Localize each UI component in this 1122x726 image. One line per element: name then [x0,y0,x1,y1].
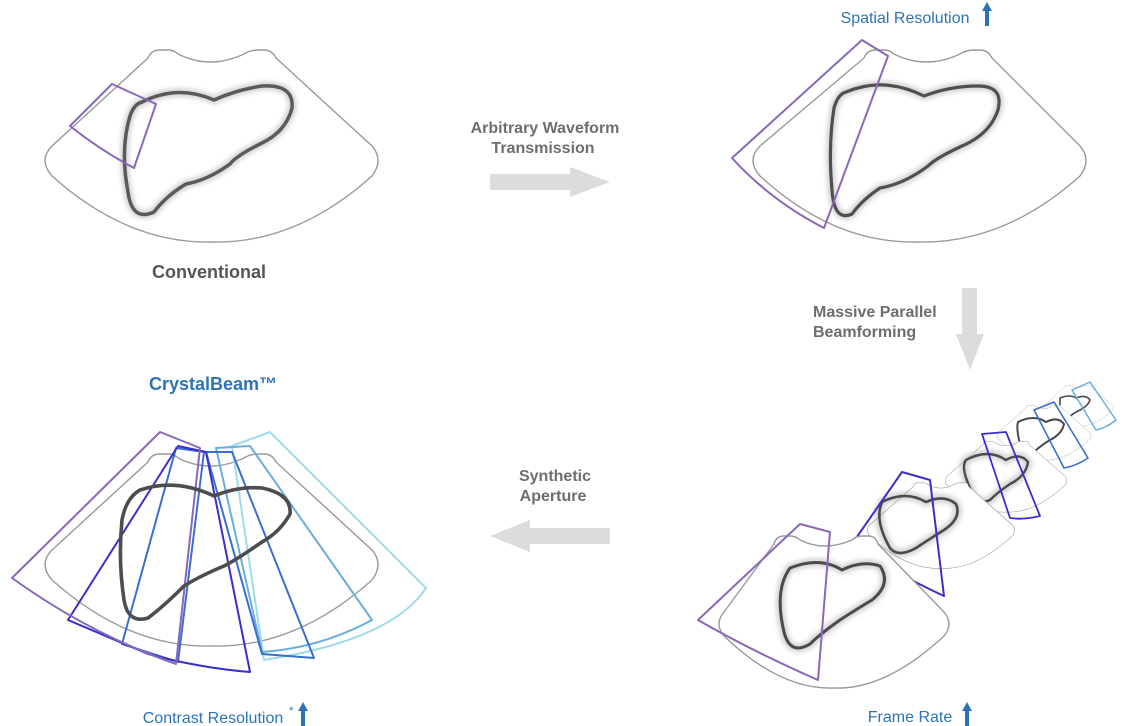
contrast-resolution-label: Contrast Resolution [143,710,284,726]
frame-2 [697,523,950,689]
step-label-line1: Massive Parallel [813,304,937,321]
step-label-line1: Arbitrary Waveform [471,120,620,137]
transmit-beam [981,431,1041,520]
conventional-label: Conventional [152,262,266,282]
step-synthetic-aperture: Synthetic Aperture [490,468,610,552]
spatial-resolution-label: Spatial Resolution [841,10,970,27]
step-label-line2: Transmission [491,140,594,157]
arrow-down-icon [956,288,984,370]
contrast-asterisk: * [289,705,294,717]
step-label-line1: Synthetic [519,468,591,485]
transmit-beam [697,523,831,681]
increase-arrow-icon [298,702,308,726]
liver-shape [122,84,294,217]
transmit-beam [69,83,157,169]
beam-purple [11,431,201,665]
step-label-line2: Beamforming [813,324,916,341]
beam-sky [215,445,373,653]
panel-frame-rate: Frame Rate [697,381,1117,726]
fan-outline [44,49,379,243]
transmit-beam [1033,401,1089,469]
step-label-line2: Aperture [520,488,587,505]
transmit-beam [1071,381,1117,431]
liver-shape [828,83,1001,218]
arrow-right-icon [490,167,610,197]
crystalbeam-label: CrystalBeam™ [149,374,277,394]
liver-shape [878,494,959,555]
liver-shape [118,483,292,621]
liver-shape [778,561,886,650]
panel-conventional: Conventional [44,49,379,282]
beam-blue-3 [205,451,315,659]
increase-arrow-icon [962,702,972,726]
panel-crystalbeam: CrystalBeam™ Contrast Resolution * [11,374,427,726]
frame-rate-label: Frame Rate [868,709,953,726]
increase-arrow-icon [982,2,992,26]
transmit-beam [731,39,889,229]
step-arbitrary-waveform: Arbitrary Waveform Transmission [471,120,620,197]
arrow-left-icon [490,520,610,552]
fan-outline [718,535,950,689]
fan-outline [752,49,1087,243]
panel-spatial-resolution: Spatial Resolution [731,2,1087,243]
step-massive-parallel: Massive Parallel Beamforming [813,288,984,370]
